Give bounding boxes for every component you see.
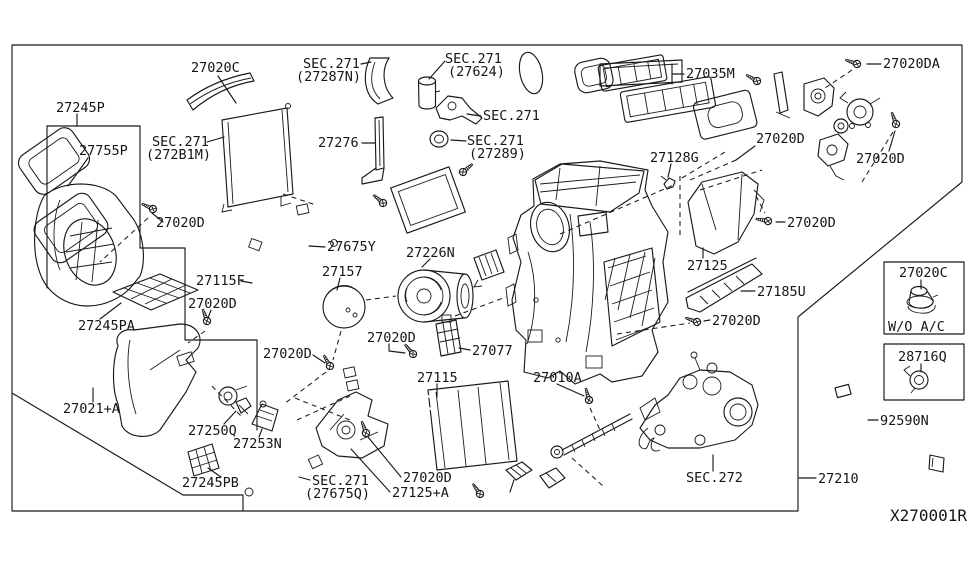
part-label: (27287N) bbox=[296, 69, 361, 85]
part-pipe-assy-27675Y bbox=[248, 203, 338, 252]
part-control-assy-sec272 bbox=[638, 351, 759, 452]
part-bracket-27276 bbox=[361, 116, 385, 185]
part-bracket-27125A bbox=[315, 391, 389, 459]
part-label: 27245PA bbox=[78, 318, 135, 334]
part-label: 27125 bbox=[687, 258, 728, 274]
part-actuator-b bbox=[839, 91, 881, 129]
part-funnel-small bbox=[505, 461, 566, 493]
part-label: 27675Y bbox=[327, 239, 376, 255]
part-label: 27020D bbox=[367, 330, 416, 346]
part-label: 27157 bbox=[322, 264, 363, 280]
part-side-panel-hole bbox=[692, 89, 758, 140]
part-lower-housing-27021A bbox=[112, 323, 201, 437]
grommet-icon bbox=[906, 285, 939, 314]
part-label: 27128G bbox=[650, 150, 699, 166]
part-label: 27276 bbox=[318, 135, 359, 151]
part-label: 27245P bbox=[56, 100, 105, 116]
clamp-icon bbox=[903, 365, 929, 394]
part-panel-lid bbox=[370, 160, 476, 234]
assembly-dashed-lines bbox=[99, 69, 894, 487]
part-duct-bar-27035M bbox=[599, 59, 683, 87]
part-label: 28716Q bbox=[898, 349, 947, 365]
main-border bbox=[11, 44, 963, 512]
part-label: 27755P bbox=[79, 143, 128, 159]
part-clip-27250Q bbox=[235, 397, 252, 415]
part-label: 27020D bbox=[188, 296, 237, 312]
part-label: SEC.271 bbox=[152, 134, 209, 150]
part-label: 27253N bbox=[233, 436, 282, 452]
part-label: 27020DA bbox=[883, 56, 940, 72]
part-label: 27250Q bbox=[188, 423, 237, 439]
part-label: 27210 bbox=[818, 471, 859, 487]
part-label: SEC.271 bbox=[303, 56, 360, 72]
part-filter-27245PA bbox=[112, 273, 199, 311]
part-finisher-rounded bbox=[518, 51, 614, 95]
part-label: (27675Q) bbox=[305, 486, 370, 502]
part-cone-27253N bbox=[251, 400, 279, 432]
part-label: 92590N bbox=[880, 413, 929, 429]
part-label: 27020D bbox=[263, 346, 312, 362]
part-small-motor bbox=[218, 385, 248, 406]
part-hose-27675Q bbox=[244, 454, 324, 497]
labels-layer: 27020C27245P27755PSEC.271(272B1M)27276SE… bbox=[56, 51, 967, 525]
part-label: 27021+A bbox=[63, 401, 120, 417]
part-label: SEC.271 bbox=[483, 108, 540, 124]
part-clutch-disc-27157 bbox=[322, 285, 366, 329]
part-control-rod-27010A bbox=[550, 413, 633, 459]
part-label: 27115 bbox=[417, 370, 458, 386]
part-resistor-27077 bbox=[435, 314, 462, 357]
part-label: 27020D bbox=[756, 131, 805, 147]
part-label: 27077 bbox=[472, 343, 513, 359]
part-blower-motor-27226N bbox=[397, 269, 474, 323]
part-heater-core-27115 bbox=[342, 366, 518, 471]
part-clip-27128G bbox=[660, 175, 676, 190]
part-label: (27289) bbox=[469, 146, 526, 162]
part-bracket-sec271 bbox=[435, 95, 483, 125]
part-label: 27020D bbox=[156, 215, 205, 231]
part-label: 27226N bbox=[406, 245, 455, 261]
part-label: SEC.272 bbox=[686, 470, 743, 486]
part-label: 27020D bbox=[856, 151, 905, 167]
part-label: 27020C bbox=[899, 265, 948, 281]
part-label: X270001R bbox=[890, 506, 967, 525]
part-label: 27020D bbox=[787, 215, 836, 231]
part-label: 27115F bbox=[196, 273, 245, 289]
part-shield-27125 bbox=[687, 171, 765, 255]
part-label: 27010A bbox=[533, 370, 582, 386]
option-box-28716Q bbox=[883, 343, 965, 401]
part-label: 27020D bbox=[712, 313, 761, 329]
leader-lines bbox=[67, 60, 922, 493]
part-lever-link bbox=[773, 71, 791, 119]
part-label: 27020D bbox=[403, 470, 452, 486]
part-label: 27125+A bbox=[392, 485, 449, 501]
part-label: 27020C bbox=[191, 60, 240, 76]
part-evaporator-272B1M bbox=[221, 103, 294, 213]
part-main-case bbox=[505, 160, 669, 385]
part-canister-27624 bbox=[417, 76, 441, 110]
part-actuator-c bbox=[817, 133, 849, 181]
part-label: 27035M bbox=[686, 66, 735, 82]
part-blower-intake-housing bbox=[34, 183, 144, 307]
group-border-blower-assembly bbox=[11, 125, 258, 512]
part-grommet-27289 bbox=[429, 130, 449, 148]
part-label: SEC.271 bbox=[312, 473, 369, 489]
part-label: (27624) bbox=[448, 64, 505, 80]
part-label: W/O A/C bbox=[888, 319, 945, 335]
part-duct-27287N bbox=[364, 57, 394, 105]
part-label: 27185U bbox=[757, 284, 806, 300]
part-label: SEC.271 bbox=[467, 133, 524, 149]
option-box-27020C bbox=[883, 261, 965, 335]
part-label: 27245PB bbox=[182, 475, 239, 491]
part-seal-strip-27020C bbox=[186, 72, 255, 111]
part-tray-27185U bbox=[685, 257, 763, 313]
part-grille-27245PB bbox=[187, 443, 220, 477]
part-gear bbox=[833, 118, 849, 134]
part-label: (272B1M) bbox=[146, 147, 211, 163]
part-vent-grille-b bbox=[619, 76, 717, 123]
part-hose-92590N bbox=[834, 383, 945, 476]
part-label: SEC.271 bbox=[445, 51, 502, 67]
part-actuator-a bbox=[803, 77, 835, 117]
part-resistor-fins bbox=[473, 249, 505, 288]
